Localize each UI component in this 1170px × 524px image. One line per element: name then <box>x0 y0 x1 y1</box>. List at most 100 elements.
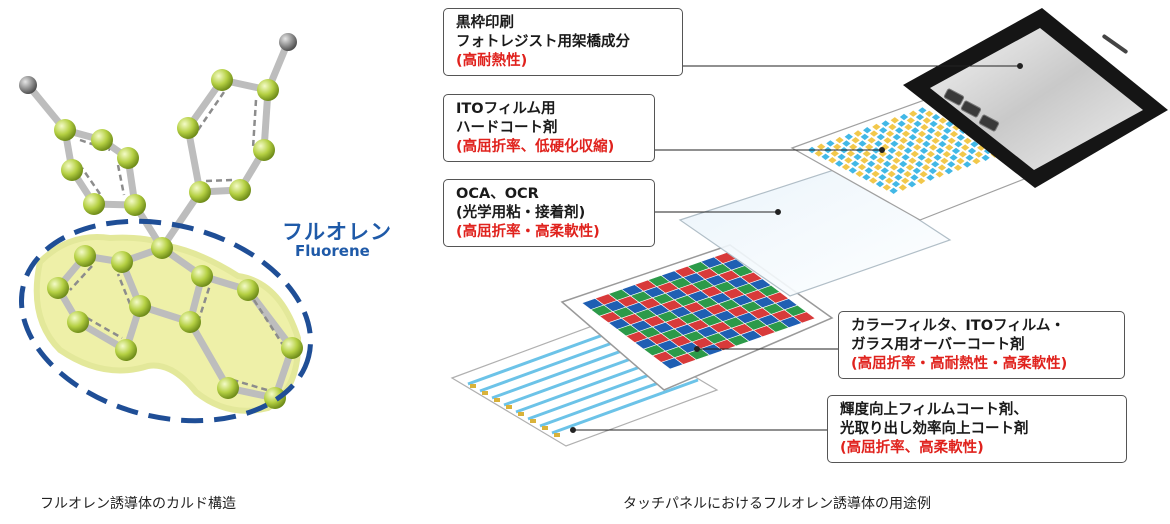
ito-diamond <box>920 124 929 131</box>
ito-diamond <box>944 167 953 175</box>
ito-diamond <box>842 140 851 147</box>
ito-diamond <box>954 141 963 148</box>
ito-diamond <box>921 164 931 171</box>
ito-diamond <box>938 140 947 148</box>
ito-diamond <box>885 130 895 137</box>
ito-diamond <box>835 160 844 167</box>
ito-diamond <box>879 127 888 134</box>
ito-diamond <box>905 164 915 171</box>
fluorene-label-jp: フルオレン <box>282 220 392 244</box>
ito-diamond <box>901 130 911 137</box>
callout-brightness-film: 輝度向上フィルムコート剤、 光取り出し効率向上コート剤 (高屈折率、高柔軟性) <box>827 395 1127 463</box>
ito-diamond <box>913 144 922 151</box>
callout-line: フォトレジスト用架橋成分 <box>456 34 630 50</box>
ito-diamond <box>876 157 885 164</box>
ito-diamond <box>931 137 940 144</box>
ito-diamond <box>938 117 947 124</box>
ito-diamond <box>933 130 943 138</box>
fluorene-molecule <box>18 33 314 424</box>
ito-diamond <box>935 147 945 154</box>
ito-diamond <box>891 180 901 188</box>
ito-diamond <box>892 157 901 164</box>
panel-caption: タッチパネルにおけるフルオレン誘導体の用途例 <box>623 496 931 512</box>
ito-diamond <box>890 117 899 124</box>
ito-diamond <box>869 153 878 161</box>
ito-diamond <box>867 160 876 167</box>
ito-diamond <box>844 133 853 140</box>
callout-line: 輝度向上フィルムコート剤、 <box>840 402 1028 418</box>
ito-diamond <box>860 157 869 164</box>
ito-diamond <box>936 124 945 131</box>
ito-diamond <box>922 140 931 148</box>
ito-diamond <box>897 144 906 151</box>
ito-diamond <box>894 150 903 158</box>
aromatic-dashes <box>69 91 285 392</box>
ito-diamond <box>853 130 863 137</box>
ito-diamond <box>901 177 910 184</box>
callout-line: ITOフィルム用 <box>456 101 556 117</box>
ito-diamond <box>947 161 956 168</box>
ito-diamond <box>933 154 942 161</box>
ito-diamond <box>951 147 961 155</box>
callout-line: 黒枠印刷 <box>456 15 514 31</box>
ito-diamond <box>895 127 904 134</box>
ito-diamond <box>885 154 894 161</box>
callout-line: ハードコート剤 <box>456 120 558 136</box>
ito-diamond <box>885 177 894 184</box>
ito-diamond <box>830 150 839 157</box>
ito-diamond <box>857 163 867 171</box>
ito-diamond <box>883 160 892 168</box>
ito-diamond <box>863 127 872 134</box>
ito-diamond <box>931 161 940 168</box>
ito-diamond <box>906 117 915 124</box>
ito-diamond <box>898 184 907 191</box>
ito-diamond <box>873 164 883 171</box>
ito-diamond <box>910 174 919 181</box>
ito-diamond <box>888 123 897 131</box>
ito-diamond <box>858 140 867 147</box>
callout-line: ガラス用オーバーコート剤 <box>851 337 1025 353</box>
ito-diamond <box>918 107 927 114</box>
ito-diamond <box>911 127 920 134</box>
ito-diamond <box>899 113 909 121</box>
ito-diamond <box>894 174 903 181</box>
ito-diamond <box>928 167 937 175</box>
ito-diamond <box>925 110 934 117</box>
callout-property: (高耐熱性) <box>456 53 528 69</box>
leader-lines <box>570 63 1023 433</box>
ito-diamond <box>956 157 965 165</box>
ito-diamond <box>912 167 921 174</box>
callout-black-frame: 黒枠印刷 フォトレジスト用架橋成分 (高耐熱性) <box>443 8 683 76</box>
ito-diamond <box>919 147 929 154</box>
ito-diamond <box>846 150 855 157</box>
ito-diamond <box>892 133 901 141</box>
ito-diamond <box>887 147 897 154</box>
ito-diamond <box>956 134 965 141</box>
ito-diamond <box>917 177 926 185</box>
ito-diamond <box>887 170 896 178</box>
ito-diamond <box>890 140 899 147</box>
ito-diamond <box>937 164 947 171</box>
ito-diamond <box>942 151 951 158</box>
ito-diamond <box>878 174 887 181</box>
callout-property: (高屈折率、高柔軟性) <box>840 440 984 456</box>
color-filter-cell <box>792 311 816 324</box>
ito-diamond <box>899 137 908 144</box>
ito-diamond <box>908 134 917 141</box>
ito-diamond <box>860 133 869 141</box>
ito-diamond <box>903 147 913 154</box>
ito-diamond <box>915 113 925 121</box>
ito-diamond <box>844 157 853 164</box>
ito-diamond <box>963 137 972 145</box>
fluorene-label-en: Fluorene <box>295 242 370 260</box>
ito-diamond <box>917 130 927 138</box>
callout-line: OCA、OCR <box>456 186 539 202</box>
ito-diamond <box>970 141 979 148</box>
ito-diamond <box>883 137 892 144</box>
ito-diamond <box>880 167 889 174</box>
ito-diamond <box>874 140 883 147</box>
ito-diamond <box>926 174 935 181</box>
ito-diamond <box>906 140 915 148</box>
layer-phone <box>903 8 1168 188</box>
